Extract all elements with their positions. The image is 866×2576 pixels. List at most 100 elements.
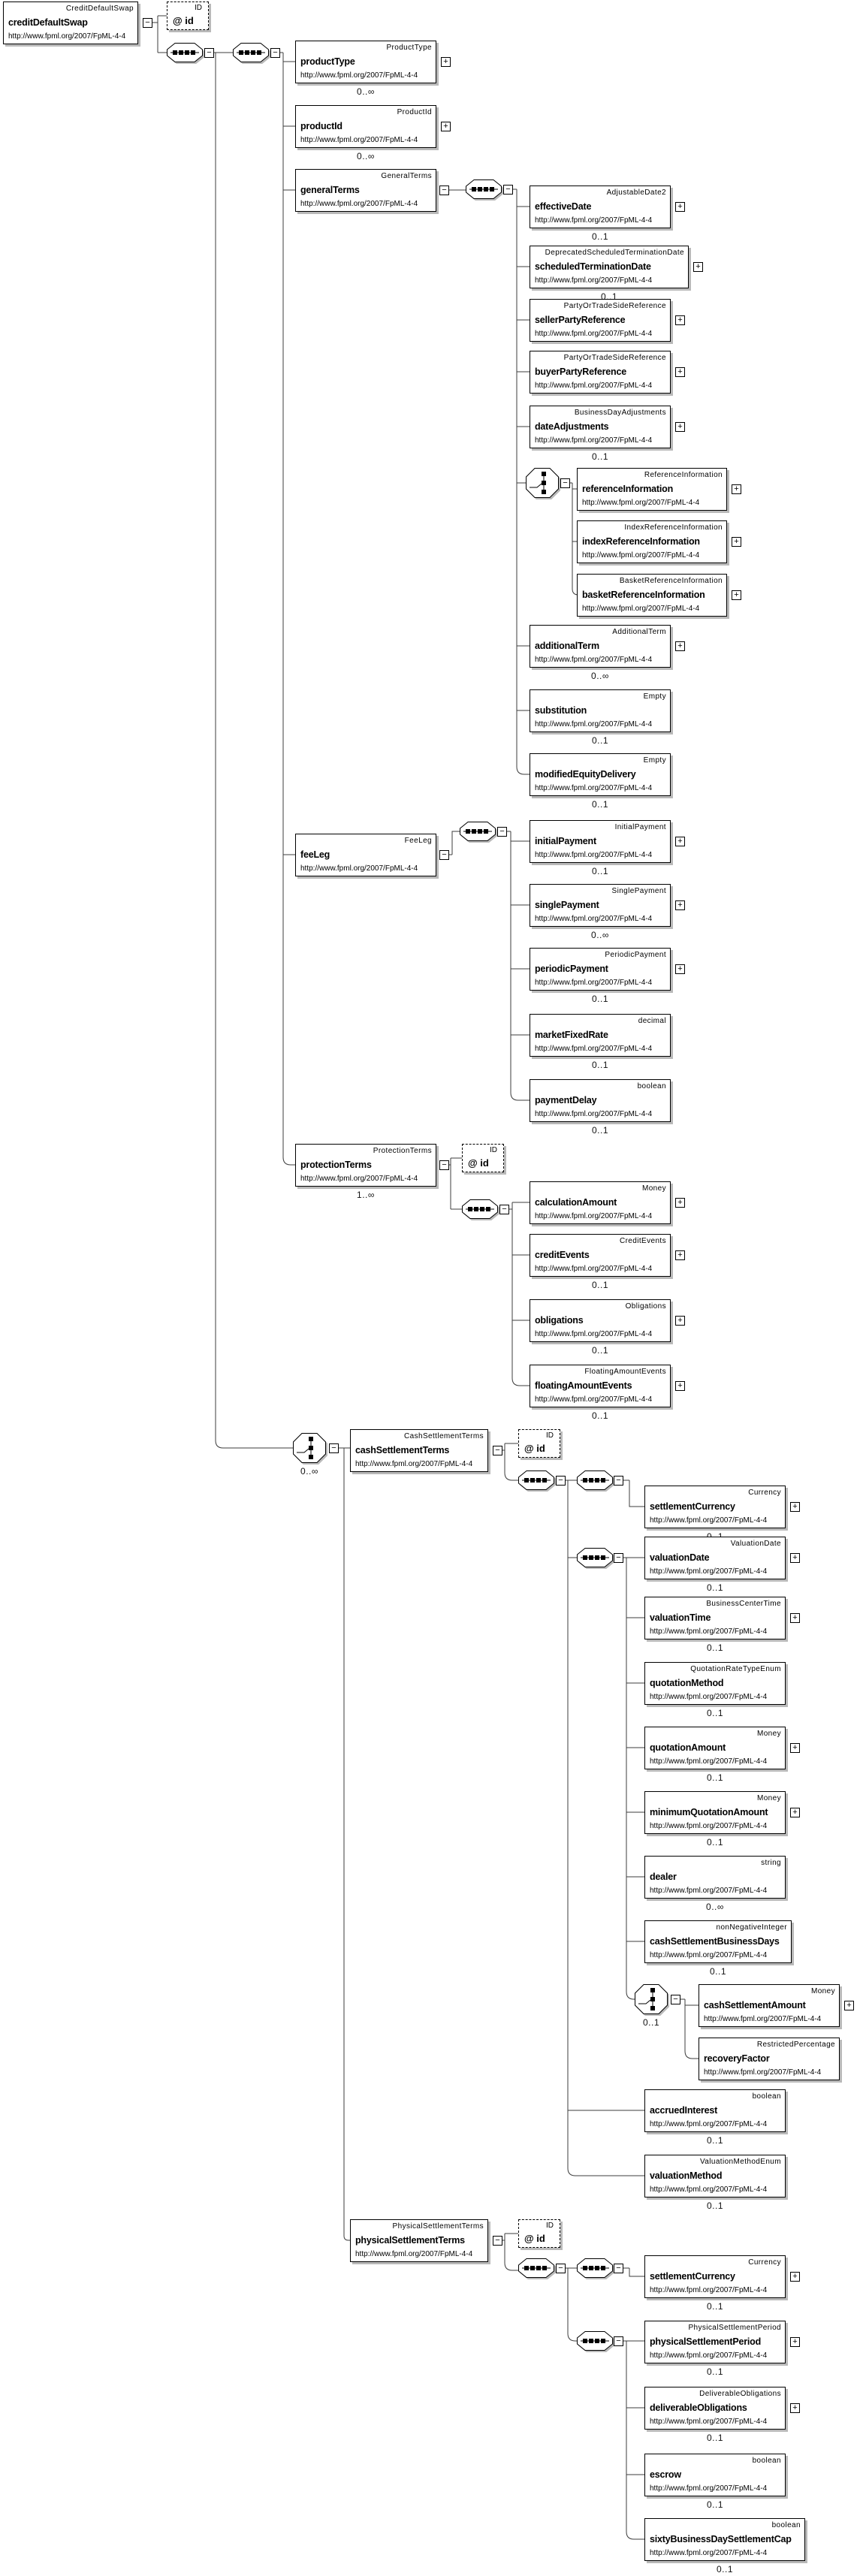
element-protectionTerms[interactable]: ProtectionTerms protectionTerms http://w… [295, 1144, 436, 1187]
collapse-icon[interactable]: − [493, 1446, 502, 1455]
element-paymentDelay[interactable]: boolean paymentDelay http://www.fpml.org… [530, 1079, 671, 1122]
expand-icon[interactable]: + [441, 57, 451, 67]
collapse-icon[interactable]: − [556, 1476, 566, 1486]
element-obligations[interactable]: Obligations obligations http://www.fpml.… [530, 1299, 671, 1342]
expand-icon[interactable]: + [790, 1808, 800, 1817]
element-valuationMethod[interactable]: ValuationMethodEnum valuationMethod http… [644, 2155, 786, 2197]
expand-icon[interactable]: + [675, 641, 685, 651]
element-generalTerms[interactable]: GeneralTerms generalTerms http://www.fpm… [295, 169, 436, 212]
element-settlementCurrency[interactable]: Currency settlementCurrency http://www.f… [644, 1486, 786, 1528]
element-creditEvents[interactable]: CreditEvents creditEvents http://www.fpm… [530, 1234, 671, 1277]
element-singlePayment[interactable]: SinglePayment singlePayment http://www.f… [530, 884, 671, 927]
expand-icon[interactable]: + [675, 1316, 685, 1326]
element-productType[interactable]: ProductType productType http://www.fpml.… [295, 41, 436, 83]
type-label: boolean [752, 2092, 781, 2101]
collapse-icon[interactable]: − [204, 48, 214, 58]
element-creditDefaultSwap[interactable]: CreditDefaultSwap creditDefaultSwap http… [3, 2, 138, 44]
element-buyerPartyReference[interactable]: PartyOrTradeSideReference buyerPartyRefe… [530, 351, 671, 394]
element-physicalSettlementPeriod[interactable]: PhysicalSettlementPeriod physicalSettlem… [644, 2321, 786, 2363]
collapse-icon[interactable]: − [560, 478, 570, 488]
attribute-id[interactable]: ID @ id [518, 1429, 560, 1458]
element-dealer[interactable]: string dealer http://www.fpml.org/2007/F… [644, 1856, 786, 1899]
collapse-icon[interactable]: − [614, 2264, 623, 2273]
expand-icon[interactable]: + [675, 1250, 685, 1260]
expand-icon[interactable]: + [675, 422, 685, 432]
expand-icon[interactable]: + [790, 1613, 800, 1623]
element-cashSettlementAmount[interactable]: Money cashSettlementAmount http://www.fp… [699, 1984, 840, 2027]
element-settlementCurrency[interactable]: Currency settlementCurrency http://www.f… [644, 2255, 786, 2298]
element-quotationAmount[interactable]: Money quotationAmount http://www.fpml.or… [644, 1727, 786, 1769]
collapse-icon[interactable]: − [614, 2336, 623, 2346]
expand-icon[interactable]: + [675, 202, 685, 212]
element-basketReferenceInformation[interactable]: BasketReferenceInformation basketReferen… [577, 574, 727, 617]
collapse-icon[interactable]: − [439, 850, 449, 860]
element-calculationAmount[interactable]: Money calculationAmount http://www.fpml.… [530, 1181, 671, 1224]
attribute-id[interactable]: ID @ id [462, 1144, 504, 1172]
element-cashSettlementBusinessDays[interactable]: nonNegativeInteger cashSettlementBusines… [644, 1920, 792, 1963]
element-marketFixedRate[interactable]: decimal marketFixedRate http://www.fpml.… [530, 1014, 671, 1057]
element-indexReferenceInformation[interactable]: IndexReferenceInformation indexReference… [577, 520, 727, 563]
collapse-icon[interactable]: − [614, 1476, 623, 1486]
expand-icon[interactable]: + [675, 315, 685, 325]
element-scheduledTerminationDate[interactable]: DeprecatedScheduledTerminationDate sched… [530, 246, 689, 288]
element-modifiedEquityDelivery[interactable]: Empty modifiedEquityDelivery http://www.… [530, 753, 671, 796]
element-escrow[interactable]: boolean escrow http://www.fpml.org/2007/… [644, 2454, 786, 2496]
element-sellerPartyReference[interactable]: PartyOrTradeSideReference sellerPartyRef… [530, 299, 671, 342]
collapse-icon[interactable]: − [270, 48, 280, 58]
expand-icon[interactable]: + [790, 2272, 800, 2282]
expand-icon[interactable]: + [441, 122, 451, 131]
collapse-icon[interactable]: − [671, 1995, 680, 2004]
attribute-id[interactable]: ID @ id [167, 2, 209, 30]
element-cashSettlementTerms[interactable]: CashSettlementTerms cashSettlementTerms … [350, 1429, 488, 1472]
collapse-icon[interactable]: − [439, 186, 449, 195]
expand-icon[interactable]: + [675, 900, 685, 910]
element-dateAdjustments[interactable]: BusinessDayAdjustments dateAdjustments h… [530, 406, 671, 448]
collapse-icon[interactable]: − [614, 1553, 623, 1563]
expand-icon[interactable]: + [790, 1743, 800, 1753]
expand-icon[interactable]: + [844, 2001, 854, 2010]
element-periodicPayment[interactable]: PeriodicPayment periodicPayment http://w… [530, 948, 671, 991]
collapse-icon[interactable]: − [497, 827, 507, 837]
type-label: boolean [771, 2521, 801, 2529]
element-floatingAmountEvents[interactable]: FloatingAmountEvents floatingAmountEvent… [530, 1365, 671, 1407]
attribute-id[interactable]: ID @ id [518, 2219, 560, 2248]
expand-icon[interactable]: + [790, 1502, 800, 1512]
element-sixtyBusinessDaySettlementCap[interactable]: boolean sixtyBusinessDaySettlementCap ht… [644, 2518, 805, 2561]
collapse-icon[interactable]: − [503, 185, 513, 195]
expand-icon[interactable]: + [675, 1198, 685, 1208]
element-effectiveDate[interactable]: AdjustableDate2 effectiveDate http://www… [530, 186, 671, 228]
element-valuationTime[interactable]: BusinessCenterTime valuationTime http://… [644, 1597, 786, 1639]
element-minimumQuotationAmount[interactable]: Money minimumQuotationAmount http://www.… [644, 1791, 786, 1834]
element-initialPayment[interactable]: InitialPayment initialPayment http://www… [530, 820, 671, 863]
expand-icon[interactable]: + [675, 367, 685, 377]
element-name: referenceInformation [582, 484, 674, 494]
element-recoveryFactor[interactable]: RestrictedPercentage recoveryFactor http… [699, 2038, 840, 2080]
collapse-icon[interactable]: − [143, 18, 152, 28]
expand-icon[interactable]: + [693, 262, 703, 272]
expand-icon[interactable]: + [790, 2403, 800, 2413]
element-substitution[interactable]: Empty substitution http://www.fpml.org/2… [530, 689, 671, 732]
element-accruedInterest[interactable]: boolean accruedInterest http://www.fpml.… [644, 2089, 786, 2132]
collapse-icon[interactable]: − [329, 1443, 339, 1453]
collapse-icon[interactable]: − [556, 2264, 566, 2273]
expand-icon[interactable]: + [732, 484, 741, 494]
expand-icon[interactable]: + [790, 1553, 800, 1563]
expand-icon[interactable]: + [675, 837, 685, 846]
element-additionalTerm[interactable]: AdditionalTerm additionalTerm http://www… [530, 625, 671, 668]
expand-icon[interactable]: + [732, 590, 741, 600]
element-physicalSettlementTerms[interactable]: PhysicalSettlementTerms physicalSettleme… [350, 2219, 488, 2262]
collapse-icon[interactable]: − [499, 1205, 509, 1214]
element-valuationDate[interactable]: ValuationDate valuationDate http://www.f… [644, 1537, 786, 1579]
element-quotationMethod[interactable]: QuotationRateTypeEnum quotationMethod ht… [644, 1662, 786, 1705]
element-deliverableObligations[interactable]: DeliverableObligations deliverableObliga… [644, 2387, 786, 2430]
expand-icon[interactable]: + [675, 964, 685, 974]
type-label: Empty [643, 756, 666, 765]
expand-icon[interactable]: + [732, 537, 741, 547]
element-productId[interactable]: ProductId productId http://www.fpml.org/… [295, 105, 436, 148]
expand-icon[interactable]: + [675, 1381, 685, 1391]
element-feeLeg[interactable]: FeeLeg feeLeg http://www.fpml.org/2007/F… [295, 834, 436, 876]
expand-icon[interactable]: + [790, 2337, 800, 2347]
element-referenceInformation[interactable]: ReferenceInformation referenceInformatio… [577, 468, 727, 511]
collapse-icon[interactable]: − [493, 2236, 502, 2246]
collapse-icon[interactable]: − [439, 1160, 449, 1170]
